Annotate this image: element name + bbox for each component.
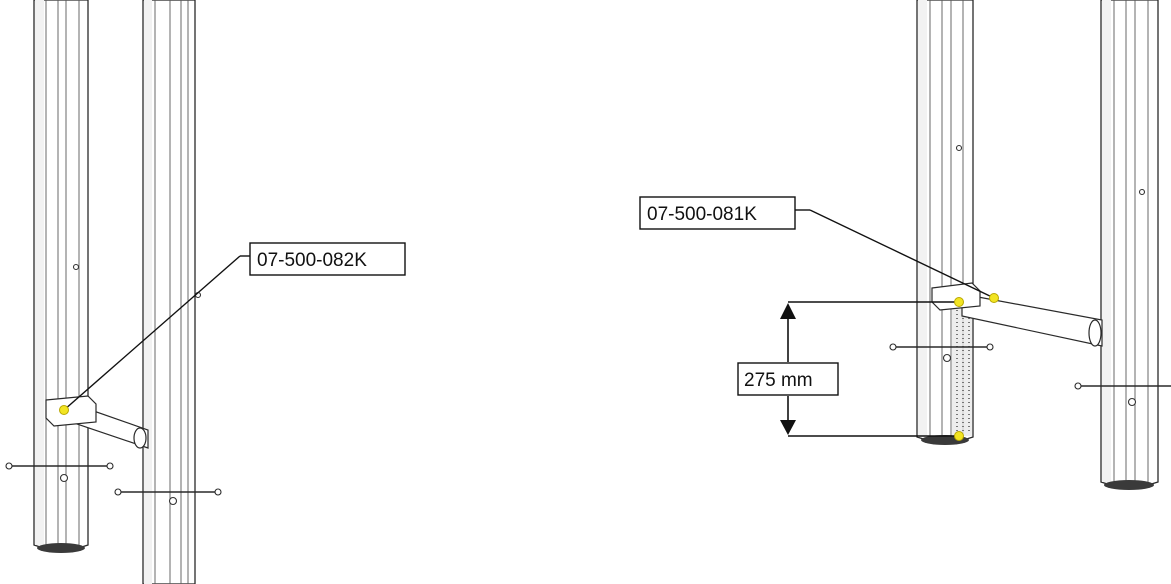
right-post-rear	[1100, 0, 1159, 490]
left-post-rear	[142, 0, 202, 584]
right-part-number: 07-500-081K	[647, 204, 757, 225]
right-bottom-measure-marker	[954, 431, 964, 441]
height-dimension: 275 mm	[737, 301, 960, 437]
left-attachment-marker	[59, 405, 69, 415]
right-bar-marker	[989, 293, 999, 303]
right-part-callout: 07-500-081K	[639, 196, 995, 299]
right-assembly: 275 mm 07-500-081K	[639, 0, 1171, 490]
left-ground-pins	[5, 462, 222, 496]
left-part-callout: 07-500-082K	[63, 242, 406, 411]
right-post-front	[916, 0, 974, 445]
right-connector-bar	[931, 282, 1103, 347]
left-post-front	[33, 0, 89, 553]
left-connector-bar	[45, 395, 149, 449]
left-assembly: 07-500-082K	[5, 0, 406, 584]
dimension-label: 275 mm	[744, 370, 813, 391]
right-ground-pins	[889, 343, 1171, 390]
left-part-number: 07-500-082K	[257, 250, 367, 271]
right-top-measure-marker	[954, 297, 964, 307]
